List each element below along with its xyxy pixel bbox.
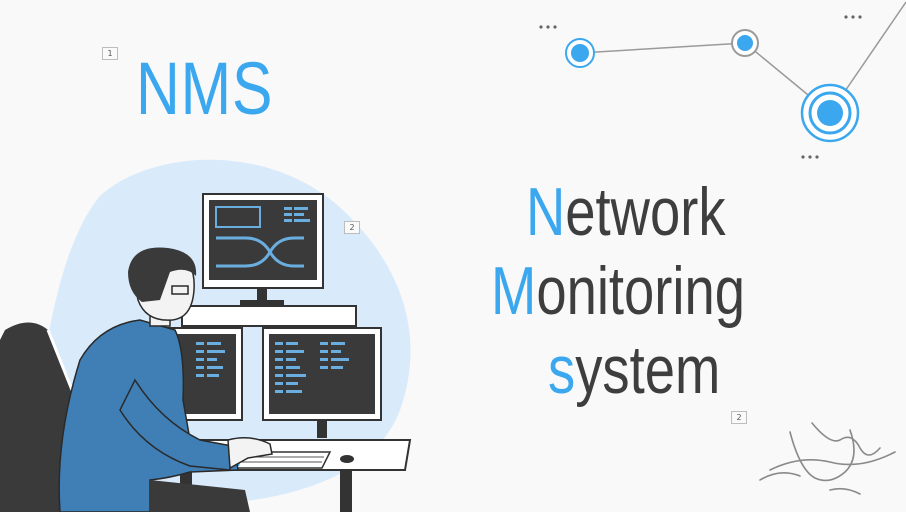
signature bbox=[759, 422, 896, 495]
title-line-network: Network bbox=[526, 178, 726, 246]
slide-marker: 2 bbox=[731, 411, 747, 424]
person bbox=[58, 247, 273, 512]
dots bbox=[539, 15, 862, 159]
word-rest: ystem bbox=[575, 332, 721, 408]
title-line-monitoring: Monitoring bbox=[491, 257, 745, 325]
word-rest: etwork bbox=[565, 174, 726, 250]
slide-marker: 1 bbox=[102, 47, 118, 60]
top-monitor bbox=[202, 193, 324, 306]
slide-marker: 2 bbox=[344, 221, 360, 234]
initial-letter: s bbox=[548, 332, 576, 408]
acronym-text: NMS bbox=[136, 47, 274, 130]
right-monitor bbox=[262, 327, 382, 438]
network-node bbox=[800, 83, 860, 143]
network-node bbox=[565, 38, 595, 68]
title-line-system: system bbox=[548, 336, 720, 404]
network-graph bbox=[539, 1, 906, 159]
word-rest: onitoring bbox=[536, 253, 745, 329]
acronym-title: NMS bbox=[136, 52, 273, 126]
shelf bbox=[181, 305, 357, 327]
initial-letter: M bbox=[491, 253, 537, 329]
initial-letter: N bbox=[526, 174, 566, 250]
network-node bbox=[731, 29, 759, 57]
mouse bbox=[340, 455, 354, 463]
